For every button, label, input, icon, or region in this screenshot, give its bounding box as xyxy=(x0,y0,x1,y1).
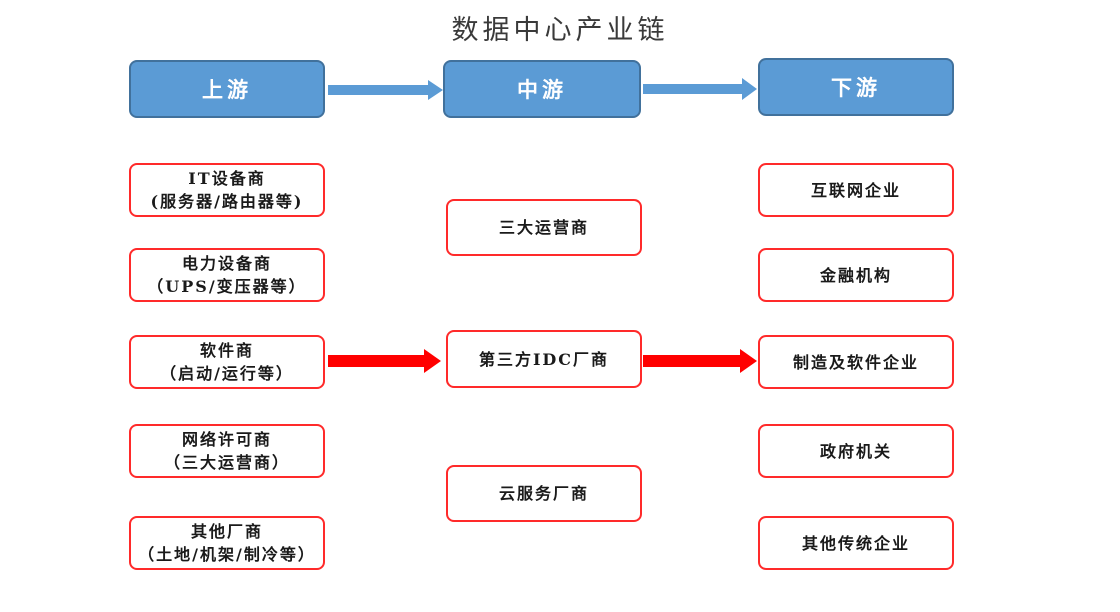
node-line2: （启动/运行等） xyxy=(160,364,294,383)
upstream-node-power: 电力设备商 （UPS/变压器等） xyxy=(129,248,325,302)
upstream-node-network-license: 网络许可商 （三大运营商） xyxy=(129,424,325,478)
node-line2: （土地/机架/制冷等） xyxy=(138,545,316,564)
midstream-node-third-party-idc: 第三方IDC厂商 xyxy=(446,330,642,388)
downstream-node-finance: 金融机构 xyxy=(758,248,954,302)
node-line1: 云服务厂商 xyxy=(498,484,589,503)
node-line1: 电力设备商 xyxy=(181,254,272,273)
stage-downstream: 下游 xyxy=(758,58,954,116)
node-line1: 第三方IDC厂商 xyxy=(478,349,610,369)
node-line1: 其他传统企业 xyxy=(801,533,910,553)
stage-midstream: 中游 xyxy=(443,60,641,118)
node-line1: 其他厂商 xyxy=(190,522,263,541)
node-line1: IT设备商 xyxy=(188,169,266,188)
node-line1: 互联网企业 xyxy=(810,180,901,200)
downstream-node-traditional: 其他传统企业 xyxy=(758,516,954,570)
downstream-node-internet: 互联网企业 xyxy=(758,163,954,217)
blue-arrow-mid-to-down xyxy=(643,78,757,100)
node-line2: （三大运营商） xyxy=(163,453,290,472)
blue-arrow-up-to-mid xyxy=(328,80,443,100)
downstream-node-manufacturing: 制造及软件企业 xyxy=(758,335,954,389)
node-line2: （UPS/变压器等） xyxy=(147,277,307,296)
midstream-node-cloud: 云服务厂商 xyxy=(446,465,642,522)
diagram-title: 数据中心产业链 xyxy=(451,15,669,46)
red-arrow-mid-to-down xyxy=(643,349,757,373)
node-line1: 三大运营商 xyxy=(498,218,589,237)
node-line1: 网络许可商 xyxy=(181,430,272,449)
red-arrow-up-to-mid xyxy=(328,349,441,373)
upstream-node-software: 软件商 （启动/运行等） xyxy=(129,335,325,389)
node-line2: (服务器/路由器等) xyxy=(150,192,304,211)
midstream-node-carriers: 三大运营商 xyxy=(446,199,642,256)
node-line1: 制造及软件企业 xyxy=(792,352,919,372)
node-line1: 金融机构 xyxy=(819,265,892,285)
node-line1: 政府机关 xyxy=(819,441,892,461)
node-line1: 软件商 xyxy=(199,341,254,360)
stage-upstream: 上游 xyxy=(129,60,325,118)
upstream-node-other: 其他厂商 （土地/机架/制冷等） xyxy=(129,516,325,570)
upstream-node-it: IT设备商 (服务器/路由器等) xyxy=(129,163,325,217)
downstream-node-government: 政府机关 xyxy=(758,424,954,478)
